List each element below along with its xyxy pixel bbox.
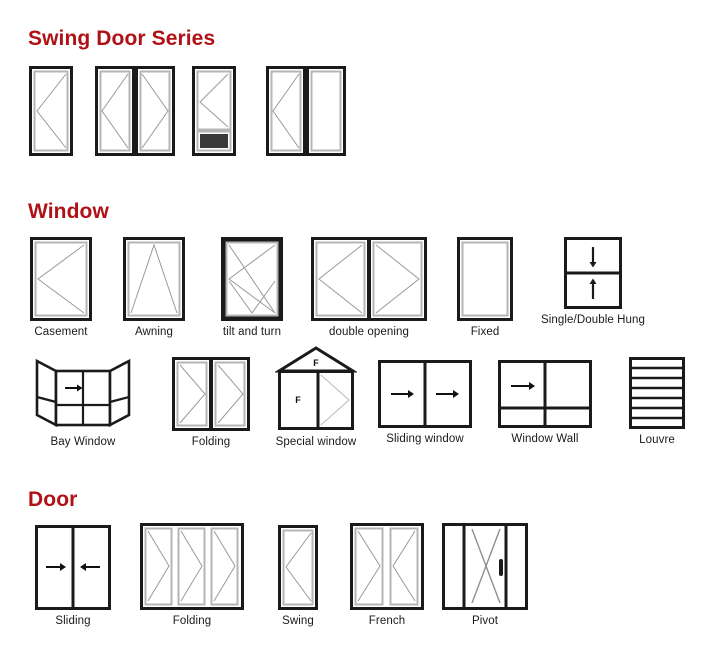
double-opening-icon	[311, 237, 427, 321]
caption-louvre: Louvre	[639, 434, 675, 446]
section-heading-swing-door-series: Swing Door Series	[28, 27, 216, 50]
figure-french-door: French	[348, 523, 426, 627]
caption-tilt-and-turn: tilt and turn	[222, 326, 282, 338]
caption-folding-door: Folding	[172, 615, 212, 627]
special-window-icon: F F	[275, 346, 357, 430]
figure-pivot-door: Pivot	[440, 523, 530, 627]
swing-door-icon	[278, 525, 318, 610]
figure-double-opening: double opening	[310, 237, 428, 338]
fixed-icon	[457, 237, 513, 321]
swing-single-icon	[29, 66, 73, 156]
figure-swing-single	[29, 66, 73, 156]
sliding-window-icon	[378, 360, 472, 428]
figure-louvre: Louvre	[622, 357, 692, 446]
louvre-icon	[629, 357, 685, 429]
caption-sliding-door: Sliding	[55, 615, 91, 627]
french-door-icon	[350, 523, 424, 610]
swing-with-panel-icon	[192, 66, 236, 156]
figure-swing-double	[95, 66, 175, 156]
figure-swing-with-panel	[192, 66, 236, 156]
figure-awning: Awning	[120, 237, 188, 338]
caption-double-opening: double opening	[328, 326, 410, 338]
figure-swing-door: Swing	[272, 525, 324, 627]
folding-window-icon	[172, 357, 250, 431]
figure-casement: Casement	[22, 237, 100, 338]
figure-sliding-door: Sliding	[30, 525, 116, 627]
caption-bay-window: Bay Window	[50, 436, 116, 448]
figure-fixed: Fixed	[452, 237, 518, 338]
caption-single-double-hung: Single/Double Hung	[540, 314, 646, 326]
swing-double-icon	[95, 66, 175, 156]
caption-pivot-door: Pivot	[471, 615, 499, 627]
figure-single-double-hung: Single/Double Hung	[528, 237, 658, 326]
caption-folding-window: Folding	[191, 436, 231, 448]
figure-swing-plus-fixed	[266, 66, 346, 156]
casement-icon	[30, 237, 92, 321]
special-window-mark-top: F	[313, 358, 319, 368]
figure-bay-window: Bay Window	[18, 357, 148, 448]
section-heading-door: Door	[28, 488, 78, 511]
caption-swing-door: Swing	[282, 615, 314, 627]
folding-door-icon	[140, 523, 244, 610]
section-heading-window: Window	[28, 200, 109, 223]
pivot-door-icon	[442, 523, 528, 610]
figure-special-window: F F Special window	[268, 345, 364, 448]
caption-special-window: Special window	[275, 436, 357, 448]
caption-awning: Awning	[134, 326, 174, 338]
awning-icon	[123, 237, 185, 321]
figure-tilt-and-turn: tilt and turn	[212, 237, 292, 338]
special-window-mark-left: F	[295, 395, 301, 405]
pivot-door-handle-icon	[499, 559, 503, 576]
swing-plus-fixed-icon	[266, 66, 346, 156]
sliding-door-icon	[35, 525, 111, 610]
figure-sliding-window: Sliding window	[375, 360, 475, 445]
caption-window-wall: Window Wall	[511, 433, 579, 445]
figure-folding-door: Folding	[138, 523, 246, 627]
caption-french-door: French	[368, 615, 406, 627]
figure-folding-window: Folding	[170, 357, 252, 448]
window-wall-icon	[498, 360, 592, 428]
tilt-and-turn-icon	[221, 237, 283, 321]
single-double-hung-icon	[564, 237, 622, 309]
caption-fixed: Fixed	[470, 326, 500, 338]
caption-sliding-window: Sliding window	[386, 433, 464, 445]
caption-casement: Casement	[34, 326, 88, 338]
figure-window-wall: Window Wall	[495, 360, 595, 445]
bay-window-icon	[35, 358, 131, 428]
